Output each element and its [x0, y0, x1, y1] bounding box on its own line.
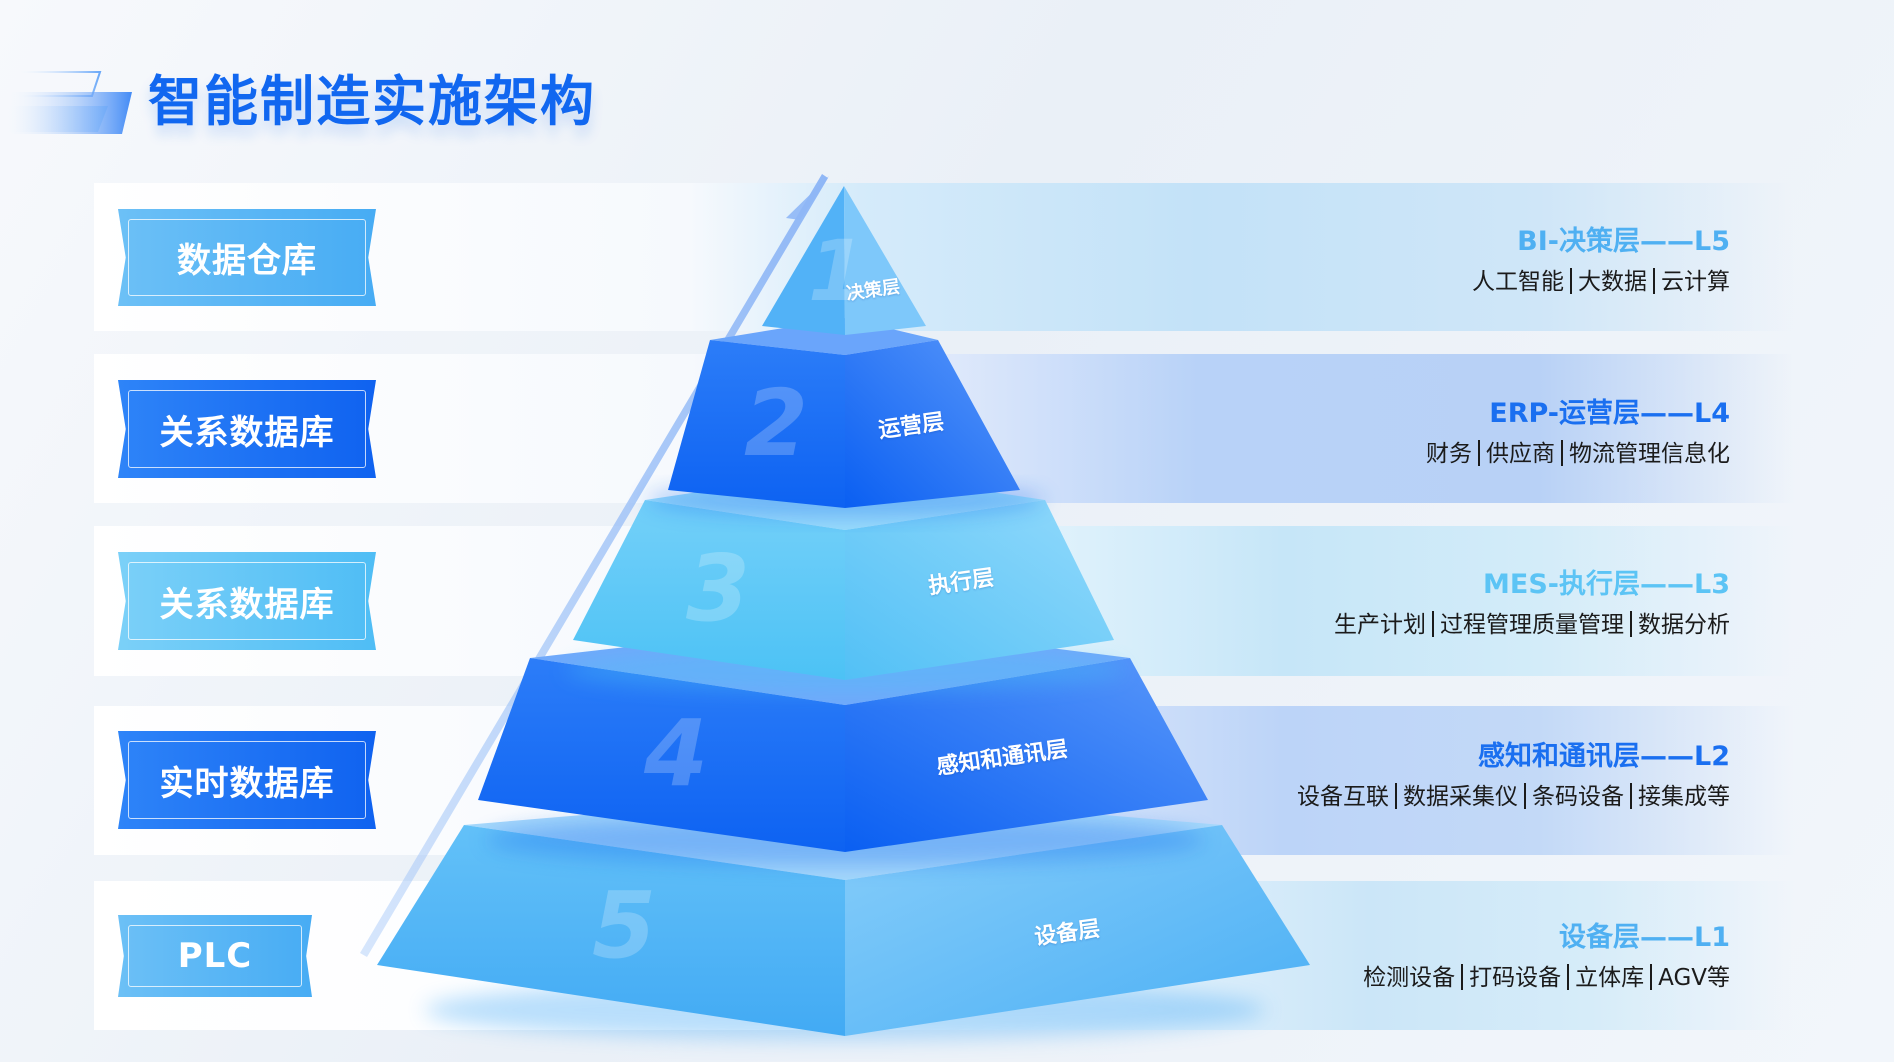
badge-realtime-db: 实时数据库 [118, 731, 376, 829]
badge-data-warehouse: 数据仓库 [118, 209, 376, 306]
page-title: 智能制造实施架构 [148, 70, 596, 133]
separator [1567, 964, 1570, 990]
item: 检测设备 [1363, 965, 1456, 991]
item: 条码设备 [1532, 784, 1624, 810]
tier-number-1: 1 [808, 222, 867, 320]
tier-number-2: 2 [744, 370, 809, 477]
layer-description-l4: ERP-运营层——L4 财务供应商物流管理信息化 [1426, 397, 1730, 471]
separator [1570, 268, 1572, 294]
separator [1561, 440, 1563, 466]
layer-description-l5: BI-决策层——L5 人工智能大数据云计算 [1472, 225, 1730, 299]
layer-items-l3: 生产计划过程管理质量管理数据分析 [1334, 608, 1730, 642]
badge-relational-db-2: 关系数据库 [118, 552, 376, 650]
item: 设备互联 [1297, 784, 1389, 810]
layer-title-l5: BI-决策层——L5 [1517, 226, 1730, 257]
layer-title-l3: MES-执行层——L3 [1483, 569, 1730, 600]
item: AGV等 [1658, 965, 1730, 991]
separator [1630, 783, 1632, 809]
separator [1653, 268, 1655, 294]
layer-description-l2: 感知和通讯层——L2 设备互联数据采集仪条码设备接集成等 [1297, 740, 1730, 814]
separator [1650, 964, 1653, 990]
badge-relational-db-1: 关系数据库 [118, 380, 376, 478]
layer-title-l1: 设备层——L1 [1559, 922, 1730, 953]
layer-title-l2: 感知和通讯层——L2 [1478, 741, 1730, 772]
tier-number-3: 3 [686, 535, 751, 642]
item: 生产计划 [1334, 612, 1426, 638]
tier-number-4: 4 [644, 700, 709, 807]
separator [1461, 964, 1464, 990]
badge-plc: PLC [118, 915, 312, 997]
item: 数据分析 [1638, 612, 1730, 638]
layer-description-l1: 设备层——L1 检测设备打码设备立体库 AGV等 [1363, 921, 1730, 995]
layer-items-l4: 财务供应商物流管理信息化 [1426, 437, 1730, 471]
item: 物流管理信息化 [1569, 441, 1730, 467]
tier-number-5: 5 [592, 872, 657, 979]
separator [1524, 783, 1526, 809]
item: 接集成等 [1638, 784, 1730, 810]
separator [1630, 611, 1632, 637]
layer-items-l1: 检测设备打码设备立体库 AGV等 [1363, 961, 1730, 995]
item: 财务 [1426, 441, 1472, 467]
item: 数据采集仪 [1403, 784, 1518, 810]
item: 打码设备 [1469, 965, 1562, 991]
item: 人工智能 [1472, 269, 1564, 295]
item: 过程管理质量管理 [1440, 612, 1624, 638]
layer-items-l5: 人工智能大数据云计算 [1472, 265, 1730, 299]
layer-description-l3: MES-执行层——L3 生产计划过程管理质量管理数据分析 [1334, 568, 1730, 642]
separator [1478, 440, 1480, 466]
separator [1432, 611, 1434, 637]
layer-title-l4: ERP-运营层——L4 [1489, 398, 1730, 429]
title-decoration-icon [0, 71, 132, 134]
item: 立体库 [1575, 965, 1645, 991]
separator [1395, 783, 1397, 809]
layer-items-l2: 设备互联数据采集仪条码设备接集成等 [1297, 780, 1730, 814]
item: 云计算 [1661, 269, 1730, 295]
item: 大数据 [1578, 269, 1647, 295]
item: 供应商 [1486, 441, 1555, 467]
